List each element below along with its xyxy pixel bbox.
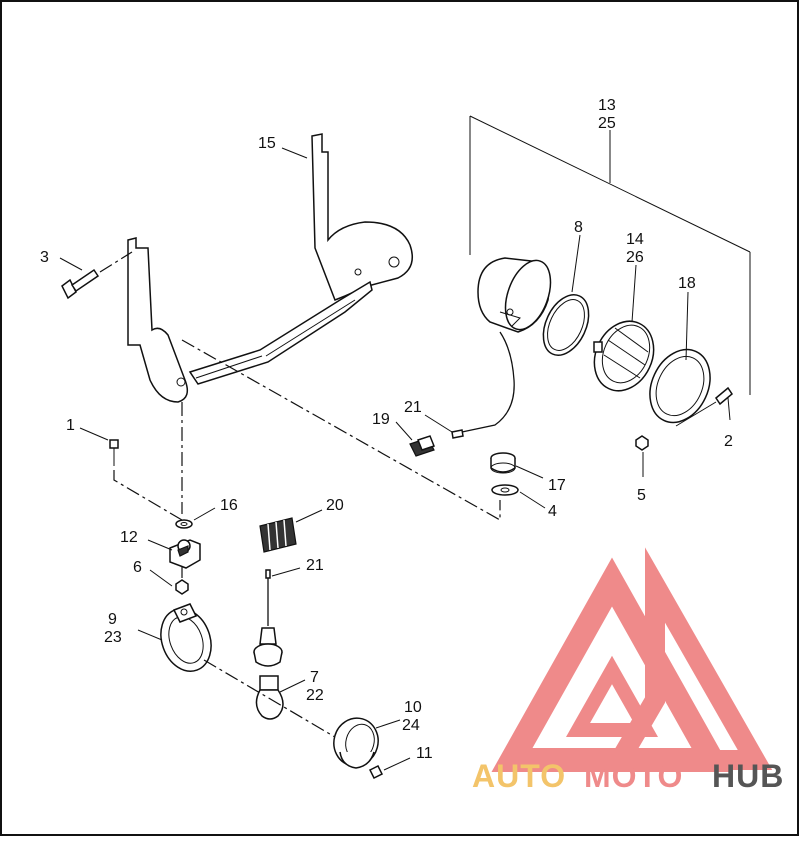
logo-right-stroke [602, 547, 773, 770]
callout-12: 12 [120, 529, 138, 546]
callout-2: 2 [724, 433, 733, 450]
callout-labels: 3 1 2 4 5 6 7 22 8 9 23 10 24 11 12 13 2… [40, 97, 733, 762]
callout-5: 5 [637, 487, 646, 504]
callout-24: 24 [402, 717, 420, 734]
callout-17: 17 [548, 477, 566, 494]
callout-6: 6 [133, 559, 142, 576]
washer-part-4 [491, 484, 519, 496]
callout-13: 13 [598, 97, 616, 114]
connector-part-19 [409, 435, 435, 457]
callout-18: 18 [678, 275, 696, 292]
callout-15: 15 [258, 135, 276, 152]
callout-14: 14 [626, 231, 644, 248]
callout-22: 22 [306, 687, 324, 704]
wire-lead [461, 331, 515, 433]
callout-25: 25 [598, 115, 616, 132]
callout-8: 8 [574, 219, 583, 236]
callout-9: 9 [108, 611, 117, 628]
callout-7: 7 [310, 669, 319, 686]
screw-part-11 [368, 764, 384, 780]
nut-part-6 [175, 579, 189, 595]
mounting-bracket-part-15 [127, 133, 413, 403]
lens-part-10 [333, 717, 379, 769]
clamp-part-12 [169, 539, 201, 569]
socket-wire-part-21 [253, 569, 283, 667]
bulb-part-7 [255, 675, 284, 720]
callout-16: 16 [220, 497, 238, 514]
logo-text-hub: HUB [712, 758, 784, 794]
screw-part-2 [675, 386, 733, 427]
wire-terminal [451, 429, 464, 439]
callout-3: 3 [40, 249, 49, 266]
callout-11: 11 [416, 745, 433, 762]
trim-ring-part-18 [649, 348, 711, 424]
callout-19: 19 [372, 411, 390, 428]
assembly-line-bracket [181, 339, 501, 522]
callout-10: 10 [404, 699, 422, 716]
logo-text-auto: AUTO [472, 758, 566, 794]
callout-4: 4 [548, 503, 557, 520]
bulb-housing-part-9 [160, 603, 212, 672]
nut-part-5 [635, 435, 649, 451]
watermark-logo: AUTO MOTO HUB [472, 547, 784, 794]
callout-21-upper: 21 [404, 399, 422, 416]
screw-part-3 [61, 251, 133, 300]
sealed-beam-part-14 [593, 320, 655, 392]
logo-inner-triangle [565, 655, 659, 737]
washer-part-16 [175, 519, 193, 529]
callout-20: 20 [326, 497, 344, 514]
assembly-line-lens [203, 659, 341, 741]
callout-26: 26 [626, 249, 644, 266]
grommet-part-17 [490, 452, 516, 474]
callout-23: 23 [104, 629, 122, 646]
headlamp-housing [477, 257, 552, 333]
logo-text-moto: MOTO [584, 758, 683, 794]
socket-connector-part-20 [259, 517, 297, 553]
leader-lines [59, 115, 751, 771]
seal-ring-part-8 [542, 294, 590, 356]
callout-1: 1 [66, 417, 75, 434]
screw-part-1 [109, 439, 183, 521]
callout-21-lower: 21 [306, 557, 324, 574]
